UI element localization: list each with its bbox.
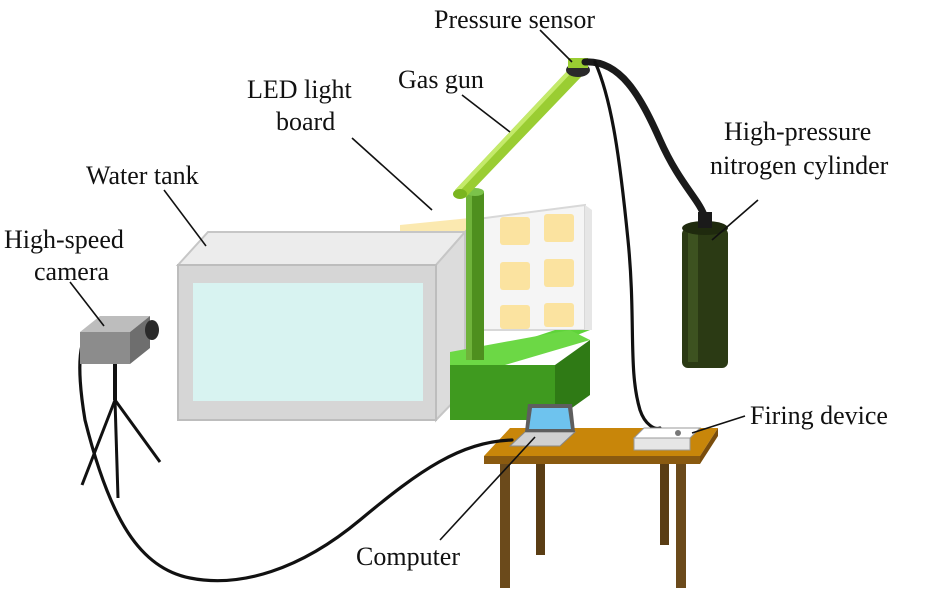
leader-computer xyxy=(439,436,536,541)
gun-base-block xyxy=(450,330,590,420)
leader-gas-gun xyxy=(461,94,511,133)
leader-firing-device xyxy=(691,415,746,434)
leader-water-tank xyxy=(163,189,207,247)
leader-led-board xyxy=(351,137,433,211)
table xyxy=(484,428,718,588)
water-tank xyxy=(175,229,468,423)
support-post xyxy=(466,188,484,360)
nitrogen-cylinder xyxy=(682,212,728,368)
label-gas-gun: Gas gun xyxy=(398,65,484,94)
label-led-line2: board xyxy=(276,107,335,136)
label-camera-line2: camera xyxy=(34,257,110,286)
pressure-sensor xyxy=(566,58,590,77)
label-camera-line1: High-speed xyxy=(4,225,124,254)
leader-camera xyxy=(69,281,105,327)
laptop xyxy=(508,404,577,447)
high-speed-camera xyxy=(80,316,159,364)
leader-pressure-sensor xyxy=(539,29,573,63)
firing-device xyxy=(632,427,702,451)
label-pressure-sensor: Pressure sensor xyxy=(434,5,595,34)
leader-cylinder xyxy=(711,199,759,241)
label-cylinder-line1: High-pressure xyxy=(724,117,871,146)
sensor-cable xyxy=(593,60,662,431)
label-cylinder-line2: nitrogen cylinder xyxy=(710,151,889,180)
label-water-tank: Water tank xyxy=(86,161,199,190)
camera-cable xyxy=(78,343,514,583)
label-led-line1: LED light xyxy=(247,75,352,104)
tripod xyxy=(80,360,162,499)
gas-gun xyxy=(453,68,582,199)
label-computer: Computer xyxy=(356,542,460,571)
led-light-board xyxy=(400,203,592,331)
label-firing-device: Firing device xyxy=(750,401,888,430)
nitrogen-hose xyxy=(581,58,709,222)
